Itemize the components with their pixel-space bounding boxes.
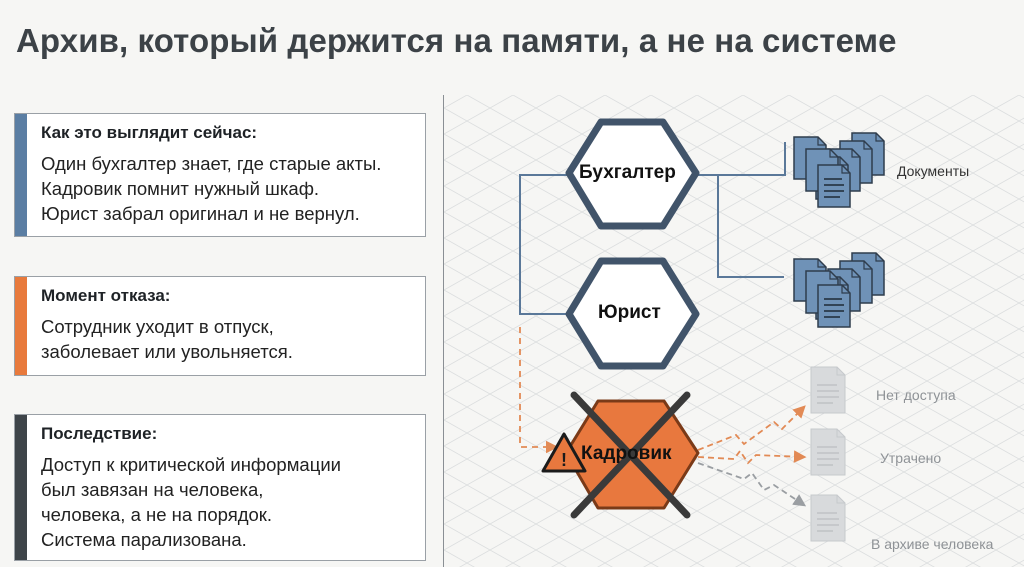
document-no-access-icon [810,366,846,414]
card-consequence: Последствие: Доступ к критической информ… [14,414,426,561]
card-current-state-line: Юрист забрал оригинал и не вернул. [41,203,360,224]
page-title: Архив, который держится на памяти, а не … [16,22,897,59]
hr-node-label: Кадровик [581,443,672,464]
svg-text:!: ! [561,450,567,470]
arrow-lost [697,449,807,465]
lost-label: Утрачено [880,450,942,466]
card-consequence-line: Доступ к критической информации [41,454,341,475]
document-in-head-icon [810,494,846,542]
warning-icon: ! [541,432,587,473]
card-current-state-line: Кадровик помнит нужный шкаф. [41,178,320,199]
card-failure-moment-line: Сотрудник уходит в отпуск, [41,316,274,337]
dependency-diagram: ! Бухгалтер Юрис [444,95,1024,567]
vertical-divider [443,95,444,567]
lawyer-node-shape [565,257,700,370]
card-consequence-line: был завязан на человека, [41,479,264,500]
failure-dashed-line [519,327,559,454]
accountant-node-label: Бухгалтер [579,162,676,183]
card-current-state-title: Как это выглядит сейчас: [41,123,258,142]
card-failure-moment-title: Момент отказа: [41,286,171,305]
cross-icon [570,391,691,519]
card-failure-moment-line: заболевает или увольняется. [41,341,293,362]
card-current-state-line: Один бухгалтер знает, где старые акты. [41,153,382,174]
card-consequence-line: Система парализована. [41,529,247,550]
diagram-canvas: ! [444,95,1024,567]
in-head-label: В архиве человека [871,536,994,552]
document-lost-icon [810,428,846,476]
card-consequence-title: Последствие: [41,424,158,443]
accountant-node-shape [565,118,700,230]
arrow-in-head [697,462,807,507]
lawyer-node-label: Юрист [598,302,661,323]
isometric-grid [444,95,1024,567]
documents-label: Документы [897,163,970,179]
no-access-label: Нет доступа [876,387,956,403]
card-failure-moment: Момент отказа: Сотрудник уходит в отпуск… [14,276,426,376]
arrow-no-access [697,405,806,451]
card-current-state: Как это выглядит сейчас: Один бухгалтер … [14,113,426,237]
card-consequence-line: человека, а не на порядок. [41,504,273,525]
connector-lines [519,142,786,315]
